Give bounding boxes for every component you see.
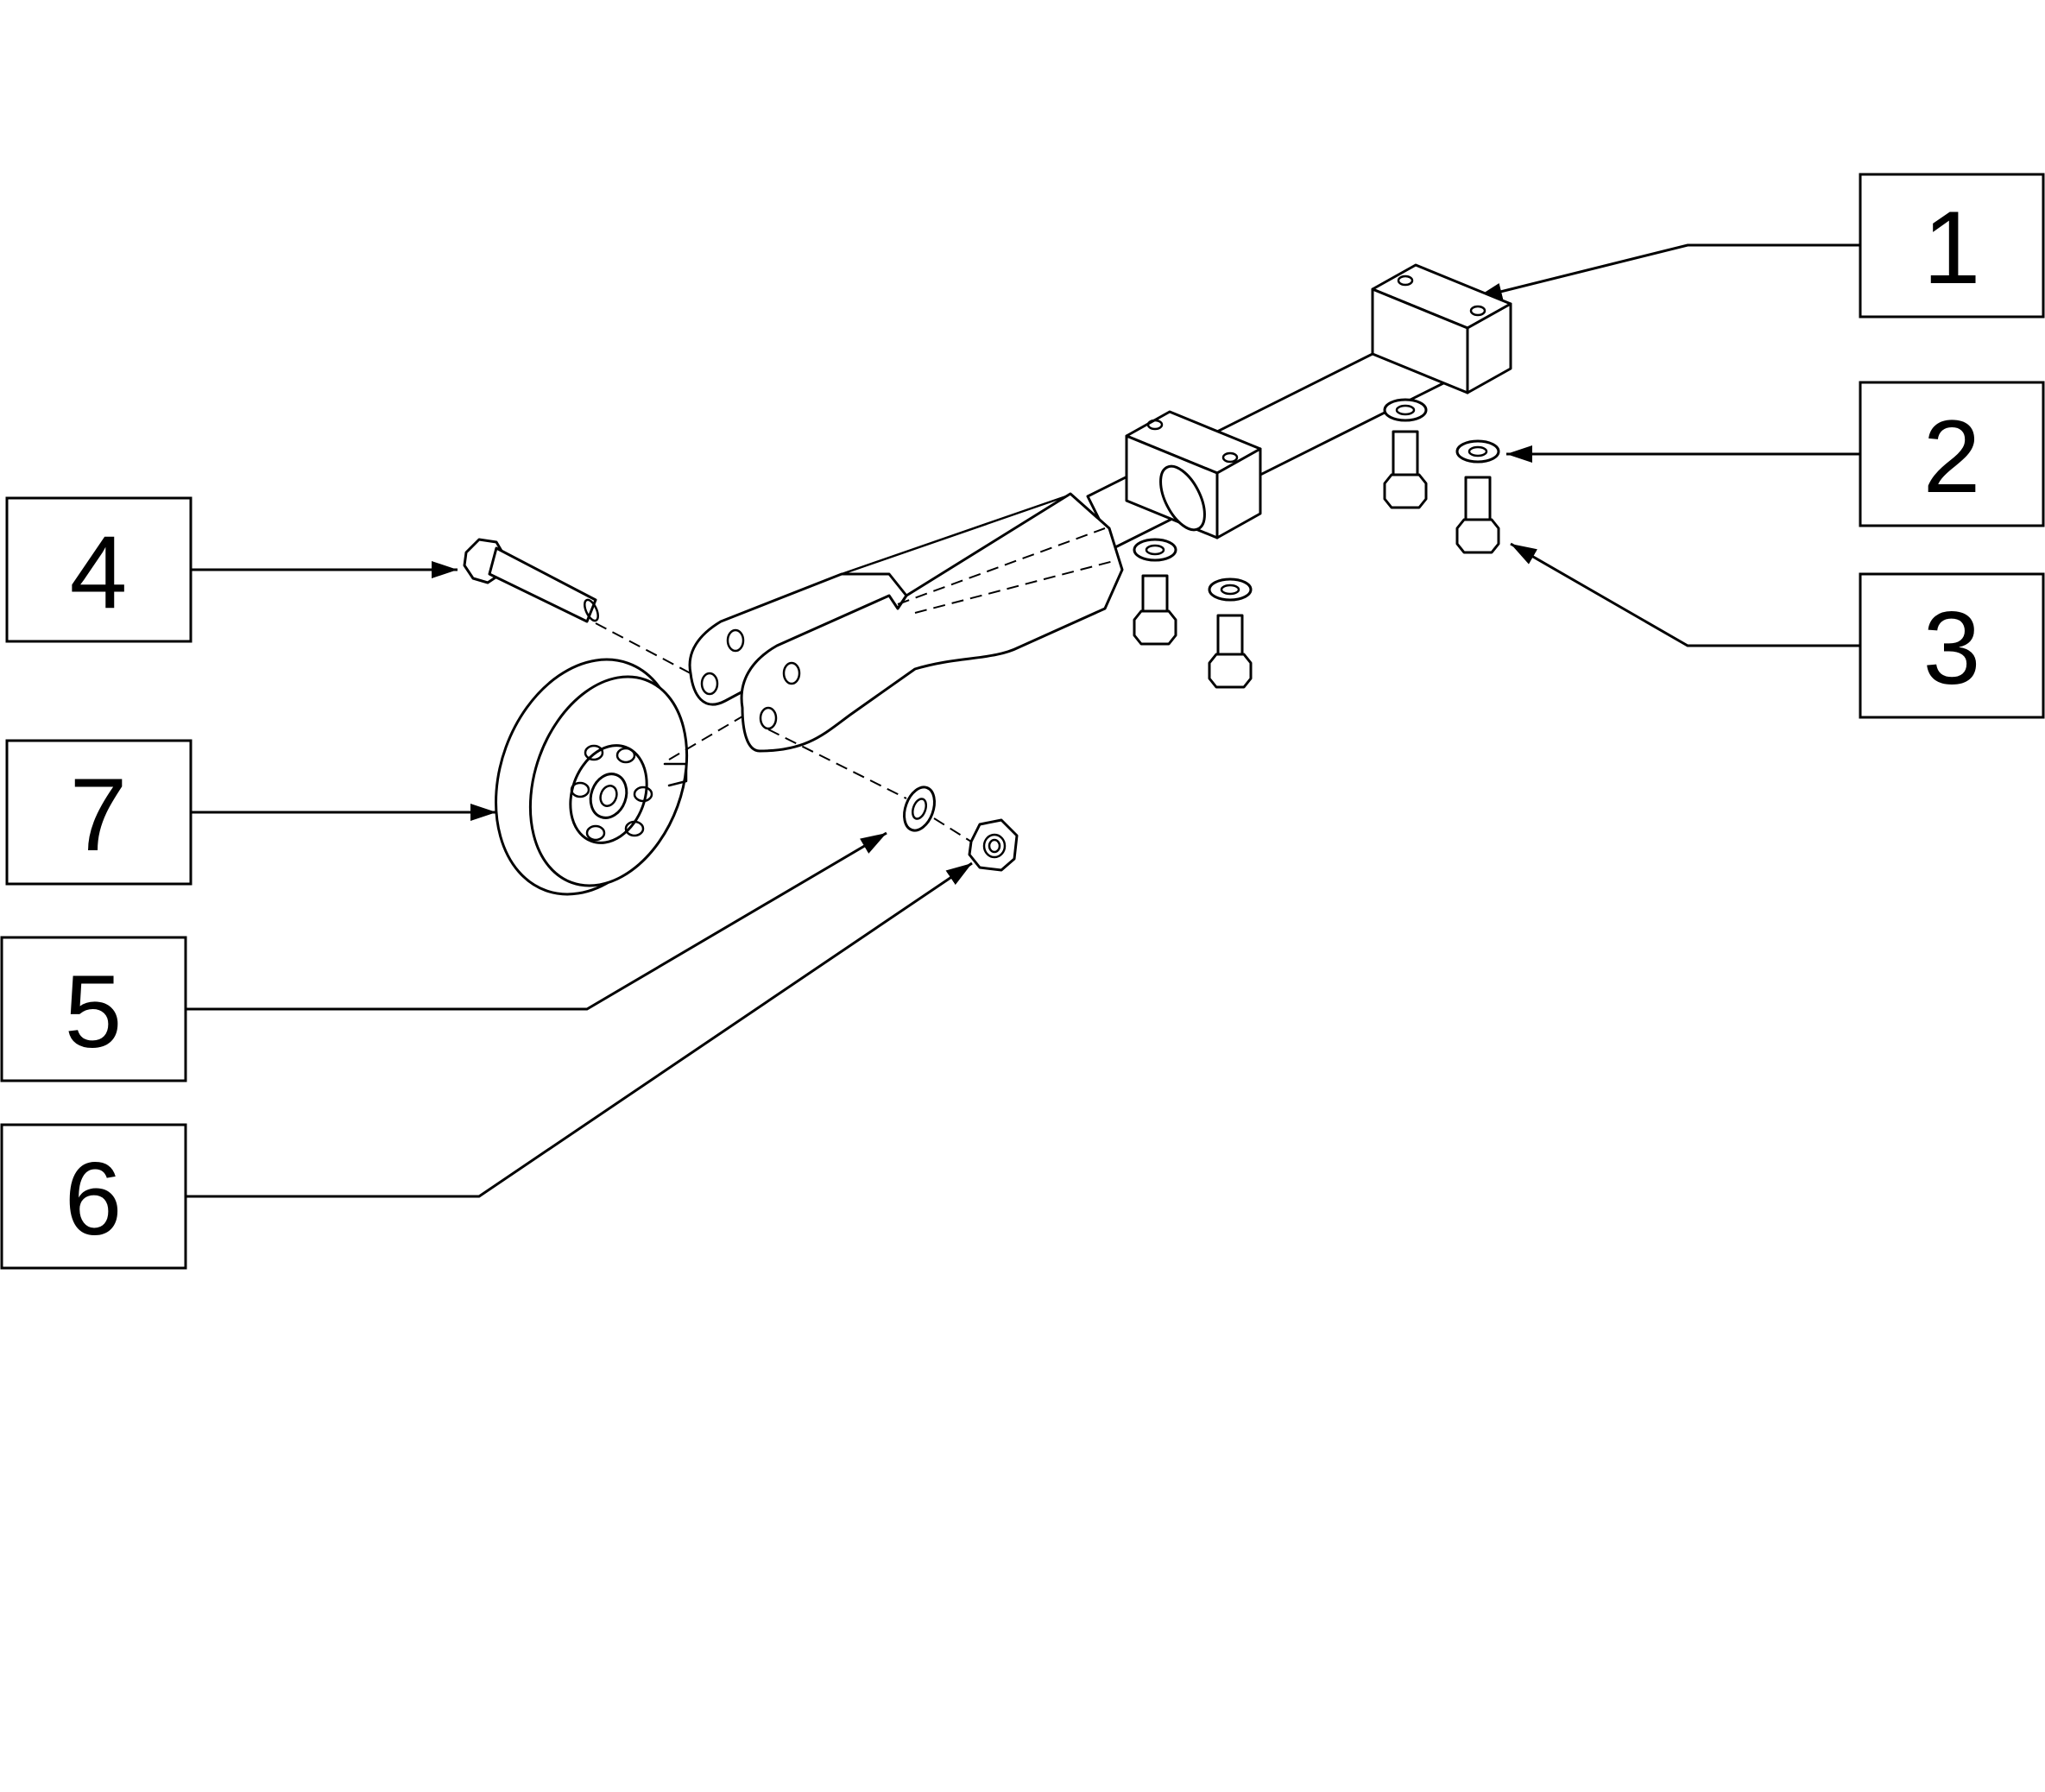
leader-6 [186, 861, 973, 1198]
callout-6[interactable]: 6 [0, 1123, 187, 1270]
callout-4[interactable]: 4 [5, 496, 193, 643]
clamp-bolt-3 [1133, 538, 1177, 646]
wheel [495, 658, 743, 896]
rear-clamp-block [1371, 263, 1512, 394]
front-clamp-block [1125, 410, 1262, 539]
leader-1 [1475, 243, 1860, 300]
caster-fork-arm [688, 492, 1124, 753]
callout-4-label: 4 [70, 514, 128, 630]
callout-6-label: 6 [65, 1141, 123, 1257]
leader-3 [1510, 542, 1860, 647]
callout-1-label: 1 [1923, 190, 1981, 306]
clamp-bolt-1 [1383, 398, 1428, 509]
axle-tube-assembly [1086, 263, 1512, 550]
flat-washer [903, 786, 936, 832]
callout-3-label: 3 [1923, 590, 1981, 706]
callout-7[interactable]: 7 [5, 739, 193, 886]
long-hex-bolt [463, 538, 691, 674]
hex-bolt-head [1455, 518, 1500, 554]
callout-5-label: 5 [65, 954, 123, 1070]
callout-2-label: 2 [1923, 399, 1981, 514]
callout-1[interactable]: 1 [1859, 173, 2045, 319]
callout-2[interactable]: 2 [1859, 381, 2045, 527]
callout-3[interactable]: 3 [1859, 572, 2045, 719]
clamp-bolt-4 [1208, 577, 1253, 689]
callout-5[interactable]: 5 [0, 936, 187, 1082]
leader-5 [186, 831, 887, 1011]
callout-7-label: 7 [70, 757, 128, 873]
clamp-bolt-2 [1455, 439, 1500, 554]
hex-nut [968, 818, 1019, 872]
